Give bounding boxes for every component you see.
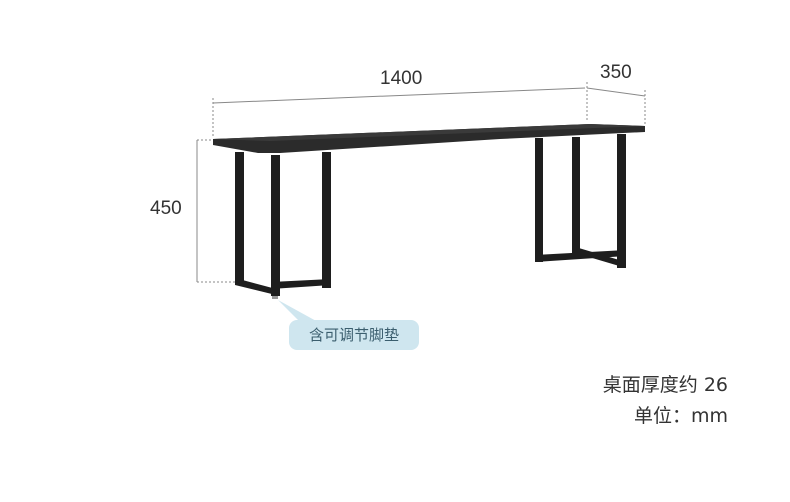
- tabletop: [213, 124, 645, 153]
- length-label: 1400: [380, 68, 423, 89]
- left-leg-frame: [235, 152, 331, 299]
- right-leg-frame: [535, 134, 626, 268]
- length-dimension-line: [212, 87, 586, 104]
- dimension-lines: [196, 82, 646, 283]
- height-label: 450: [150, 198, 182, 219]
- adjustable-feet-callout: 含可调节脚垫: [289, 320, 419, 350]
- thickness-note: 桌面厚度约 26: [602, 374, 728, 396]
- unit-note: 单位：mm: [633, 405, 728, 427]
- callout-pointer: [278, 300, 318, 322]
- depth-dimension-line: [586, 87, 646, 97]
- depth-label: 350: [600, 62, 632, 83]
